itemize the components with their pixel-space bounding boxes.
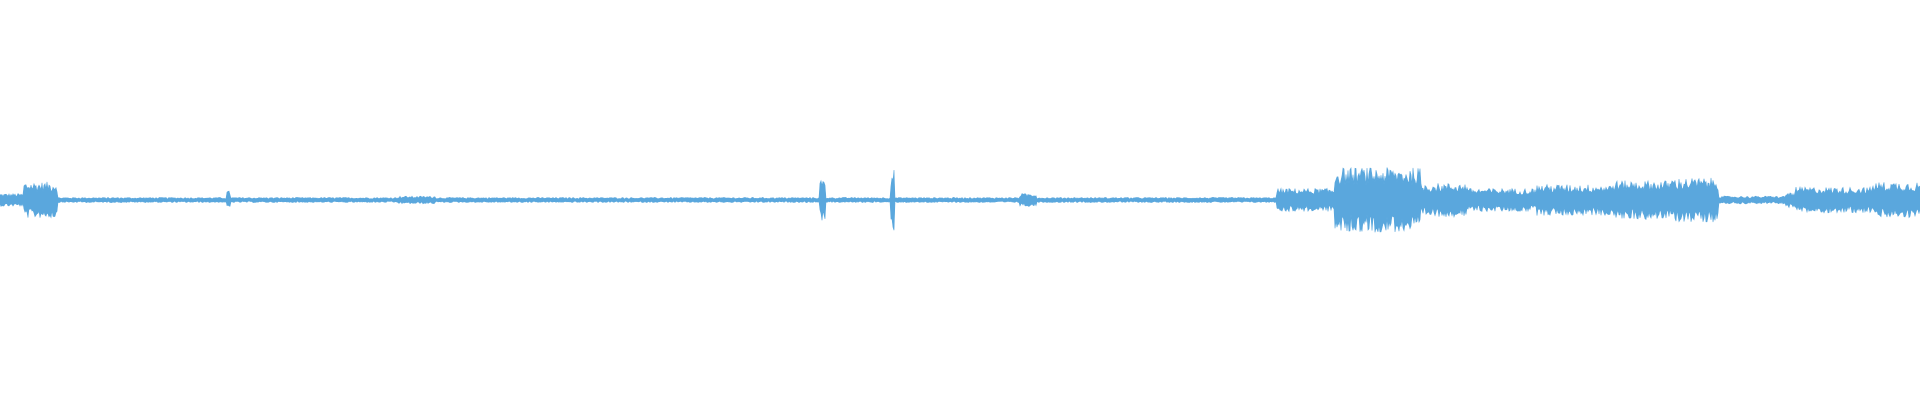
waveform-canvas[interactable]	[0, 0, 1920, 400]
audio-waveform[interactable]	[0, 0, 1920, 400]
